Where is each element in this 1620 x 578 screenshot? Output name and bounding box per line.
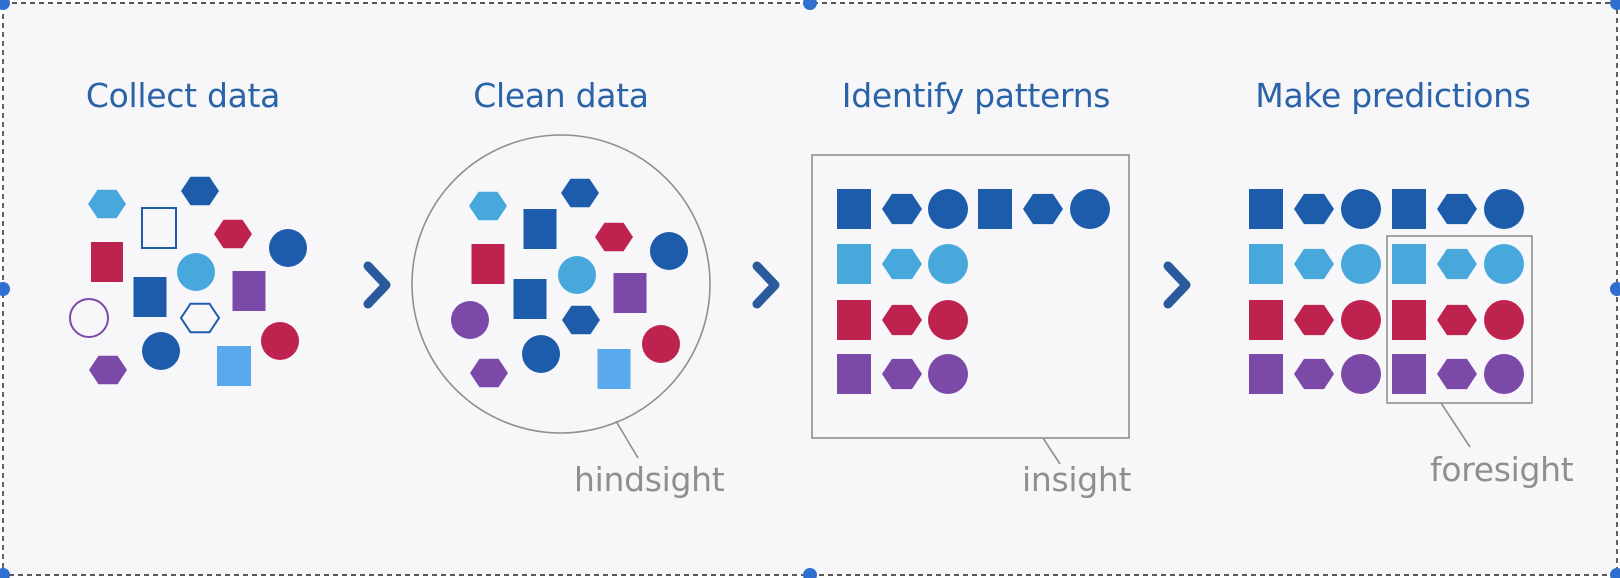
resize-handle[interactable]	[0, 282, 10, 296]
chevron-right-icon	[1163, 261, 1191, 309]
square-shape	[1392, 244, 1426, 284]
square-shape	[523, 209, 557, 249]
square-shape	[1392, 189, 1426, 229]
callout-label-hindsight: hindsight	[574, 460, 725, 499]
callout-label-foresight: foresight	[1430, 450, 1574, 489]
circle-shape	[650, 232, 688, 270]
circle-shape	[1341, 244, 1381, 284]
square-shape	[91, 242, 123, 282]
circle-shape	[1341, 300, 1381, 340]
hexagon-shape	[561, 178, 599, 208]
hexagon-shape	[179, 302, 221, 334]
square-shape	[217, 346, 251, 386]
hexagon-shape	[1294, 248, 1334, 280]
square-shape	[837, 300, 871, 340]
resize-handle[interactable]	[0, 568, 10, 578]
hexagon-shape	[88, 189, 126, 219]
hexagon-shape	[1023, 193, 1063, 225]
hexagon-shape	[469, 191, 507, 221]
hexagon-shape	[181, 176, 219, 206]
step-title-make-predictions: Make predictions	[1255, 76, 1531, 115]
hexagon-shape	[595, 222, 633, 252]
circle-shape	[1070, 189, 1110, 229]
circle-shape	[1484, 189, 1524, 229]
resize-handle[interactable]	[0, 0, 10, 10]
hexagon-shape	[1294, 304, 1334, 336]
circle-shape	[558, 256, 596, 294]
square-shape	[141, 207, 177, 249]
circle-shape	[1341, 189, 1381, 229]
data-shapes	[69, 176, 1524, 394]
circle-shape	[1484, 244, 1524, 284]
step-title-identify-patterns: Identify patterns	[841, 76, 1111, 115]
hindsight-callout-line	[615, 420, 639, 459]
square-shape	[1249, 300, 1283, 340]
circle-shape	[522, 335, 560, 373]
insight-box	[811, 154, 1130, 439]
resize-handle[interactable]	[1610, 0, 1620, 10]
circle-shape	[269, 229, 307, 267]
square-shape	[1249, 354, 1283, 394]
hexagon-shape	[882, 248, 922, 280]
hexagon-shape	[1294, 193, 1334, 225]
resize-handle[interactable]	[803, 0, 817, 10]
square-shape	[1249, 244, 1283, 284]
square-shape	[232, 271, 266, 311]
circle-shape	[1484, 300, 1524, 340]
hexagon-shape	[1437, 193, 1477, 225]
step-title-clean-data: Clean data	[473, 76, 649, 115]
resize-handle[interactable]	[1610, 568, 1620, 578]
square-shape	[978, 189, 1012, 229]
square-shape	[471, 244, 505, 284]
circle-shape	[261, 322, 299, 360]
chevron-right-icon	[363, 261, 391, 309]
square-shape	[613, 273, 647, 313]
foresight-callout-line	[1440, 402, 1471, 448]
circle-shape	[928, 244, 968, 284]
circle-shape	[1484, 354, 1524, 394]
chevron-right-icon	[752, 261, 780, 309]
square-shape	[837, 189, 871, 229]
hexagon-shape	[89, 355, 127, 385]
square-shape	[133, 277, 167, 317]
hexagon-shape	[562, 305, 600, 335]
hexagon-shape	[470, 358, 508, 388]
circle-shape	[928, 354, 968, 394]
square-shape	[1392, 354, 1426, 394]
hexagon-shape	[882, 193, 922, 225]
resize-handle[interactable]	[1610, 282, 1620, 296]
square-shape	[837, 354, 871, 394]
square-shape	[837, 244, 871, 284]
square-shape	[597, 349, 631, 389]
circle-shape	[642, 325, 680, 363]
background-panel	[3, 3, 1617, 575]
step-title-collect-data: Collect data	[85, 76, 281, 115]
hexagon-shape	[214, 219, 252, 249]
hexagon-shape	[882, 358, 922, 390]
hexagon-shape	[1294, 358, 1334, 390]
hexagon-shape	[1437, 304, 1477, 336]
resize-handle[interactable]	[803, 568, 817, 578]
circle-shape	[177, 253, 215, 291]
circle-shape	[1341, 354, 1381, 394]
square-shape	[513, 279, 547, 319]
hindsight-circle	[411, 134, 711, 434]
hexagon-shape	[882, 304, 922, 336]
insight-callout-line	[1042, 437, 1061, 465]
hexagon-shape	[1437, 248, 1477, 280]
callout-label-insight: insight	[1022, 460, 1132, 499]
circle-shape	[928, 189, 968, 229]
circle-shape	[928, 300, 968, 340]
square-shape	[1392, 300, 1426, 340]
circle-shape	[451, 301, 489, 339]
circle-shape	[69, 298, 109, 338]
square-shape	[1249, 189, 1283, 229]
circle-shape	[142, 332, 180, 370]
hexagon-shape	[1437, 358, 1477, 390]
foresight-box	[1386, 235, 1533, 404]
